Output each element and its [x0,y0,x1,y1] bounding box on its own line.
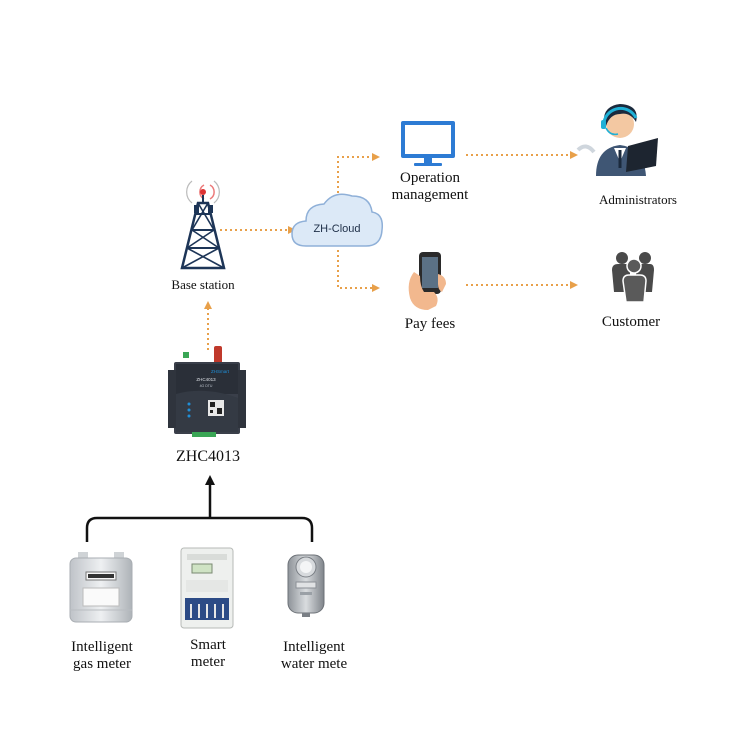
device-panel-sub: 4G DTU [200,384,213,388]
operation-management-label: Operation management [380,170,480,204]
cloud-label: ZH-Cloud [313,223,361,235]
smart-meter-label-line1: Smart [190,637,226,653]
tower-icon [180,180,226,270]
monitor-icon [401,121,455,166]
gas-meter-label: Intelligent gas meter [52,639,152,673]
meter-tree-connector [85,475,314,542]
arrow-cloud-to-payfees [337,250,380,292]
operator-icon [576,104,658,176]
cloud-icon [291,193,384,247]
operation-label-line1: Operation [400,170,460,186]
administrators-label: Administrators [599,192,677,207]
electric-meter-icon [180,547,234,629]
router-icon: ZHSmart ZHC4013 4G DTU [168,346,246,437]
water-meter-icon [287,554,325,617]
device-panel-brand: ZHSmart [211,369,230,374]
device-model-label: ZHC4013 [176,448,240,465]
pay-fees-label: Pay fees [404,316,456,332]
gas-meter-icon [69,552,133,623]
water-meter-label-line1: Intelligent [283,639,345,655]
operation-label-line2: management [391,187,469,203]
device-panel-model: ZHC4013 [196,377,216,382]
people-group-icon [612,252,654,303]
gas-meter-label-line1: Intelligent [71,639,133,655]
flow-arrows [204,151,578,350]
smart-meter-label-line2: meter [190,654,226,670]
customer-label: Customer [601,314,661,330]
water-meter-label-line2: water mete [280,656,348,672]
phone-hand-icon [408,252,446,310]
smart-meter-label: Smart meter [168,637,248,671]
arrow-cloud-to-operation [337,153,380,208]
base-station-label: Base station [171,277,235,292]
gas-meter-label-line2: gas meter [73,656,131,672]
water-meter-label: Intelligent water mete [262,639,366,673]
